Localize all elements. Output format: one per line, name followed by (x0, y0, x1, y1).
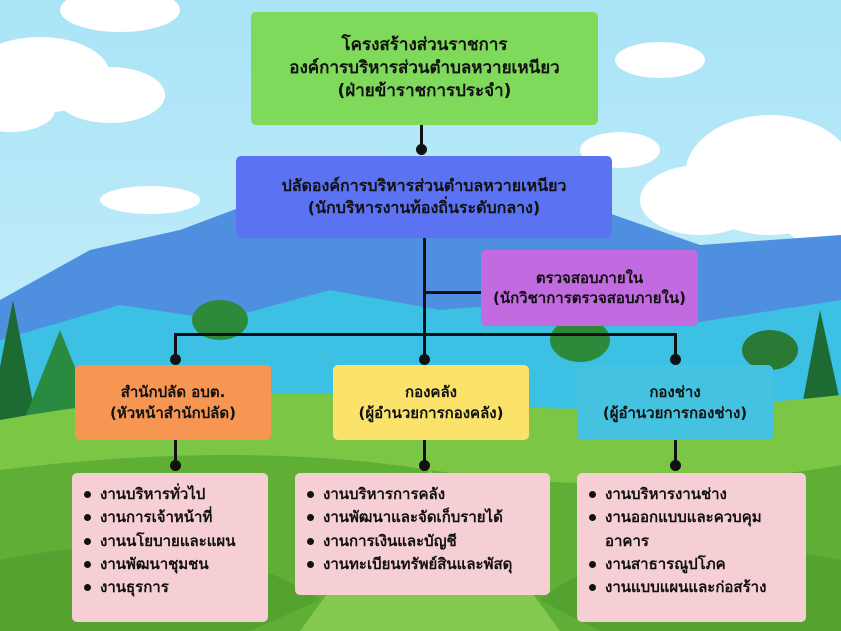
title-line-1: โครงสร้างส่วนราชการ (341, 35, 508, 56)
connector-left-to-tasks (174, 440, 177, 466)
task-item: งานออกแบบและควบคุมอาคาร (587, 506, 798, 553)
connector-division-bar (174, 333, 677, 336)
division-role: (ผู้อำนวยการกองคลัง) (358, 403, 504, 422)
connector-division-right (674, 333, 677, 363)
connector-dot (416, 144, 427, 155)
connector-audit-branch (425, 291, 482, 294)
connector-dot (670, 460, 681, 471)
audit-box: ตรวจสอบภายใน (นักวิชาการตรวจสอบภายใน) (481, 250, 698, 326)
connector-division-left (174, 333, 177, 363)
connector-head-down (423, 238, 426, 362)
task-list-engineering: งานบริหารงานช่าง งานออกแบบและควบคุมอาคาร… (577, 473, 806, 622)
division-name: สำนักปลัด อบต. (120, 383, 226, 402)
division-box-finance: กองคลัง (ผู้อำนวยการกองคลัง) (333, 365, 529, 440)
division-box-office: สำนักปลัด อบต. (หัวหน้าสำนักปลัด) (75, 365, 271, 440)
head-box: ปลัดองค์การบริหารส่วนตำบลหวายเหนียว (นัก… (236, 156, 612, 238)
task-item: งานธุรการ (82, 576, 260, 599)
connector-mid-to-tasks (423, 440, 426, 466)
title-line-3: (ฝ่ายข้าราชการประจำ) (337, 80, 512, 101)
task-item: งานทะเบียนทรัพย์สินและพัสดุ (305, 553, 542, 576)
cloud-top-left (60, 0, 180, 32)
task-item: งานบริหารงานช่าง (587, 483, 798, 506)
audit-line-1: ตรวจสอบภายใน (535, 268, 644, 287)
task-item: งานแบบแผนและก่อสร้าง (587, 576, 798, 599)
head-line-2: (นักบริหารงานท้องถิ่นระดับกลาง) (307, 198, 541, 217)
task-item: งานนโยบายและแผน (82, 530, 260, 553)
task-item: งานบริหารการคลัง (305, 483, 542, 506)
connector-title-to-head (420, 125, 423, 155)
division-box-engineering: กองช่าง (ผู้อำนวยการกองช่าง) (577, 365, 773, 440)
connector-right-to-tasks (674, 440, 677, 466)
division-role: (ผู้อำนวยการกองช่าง) (602, 403, 748, 422)
task-list-finance: งานบริหารการคลัง งานพัฒนาและจัดเก็บรายได… (295, 473, 550, 595)
task-item: งานบริหารทั่วไป (82, 483, 260, 506)
division-role: (หัวหน้าสำนักปลัด) (110, 403, 236, 422)
task-item: งานสาธารณูปโภค (587, 553, 798, 576)
division-name: กองคลัง (405, 383, 457, 402)
division-name: กองช่าง (649, 383, 701, 402)
task-list-office: งานบริหารทั่วไป งานการเจ้าหน้าที่ งานนโย… (72, 473, 268, 622)
task-item: งานการเงินและบัญชี (305, 530, 542, 553)
title-box: โครงสร้างส่วนราชการ องค์การบริหารส่วนตำบ… (251, 12, 598, 125)
task-item: งานการเจ้าหน้าที่ (82, 506, 260, 529)
connector-dot (170, 460, 181, 471)
cloud-small-left (100, 186, 200, 214)
cloud-left (0, 37, 165, 132)
connector-dot (170, 354, 181, 365)
audit-line-2: (นักวิชาการตรวจสอบภายใน) (492, 289, 686, 307)
cloud-right (640, 115, 841, 250)
task-item: งานพัฒนาและจัดเก็บรายได้ (305, 506, 542, 529)
head-line-1: ปลัดองค์การบริหารส่วนตำบลหวายเหนียว (281, 176, 567, 196)
connector-dot (419, 460, 430, 471)
title-line-2: องค์การบริหารส่วนตำบลหวายเหนียว (289, 58, 560, 79)
connector-dot (670, 354, 681, 365)
task-item: งานพัฒนาชุมชน (82, 553, 260, 576)
connector-dot (419, 354, 430, 365)
